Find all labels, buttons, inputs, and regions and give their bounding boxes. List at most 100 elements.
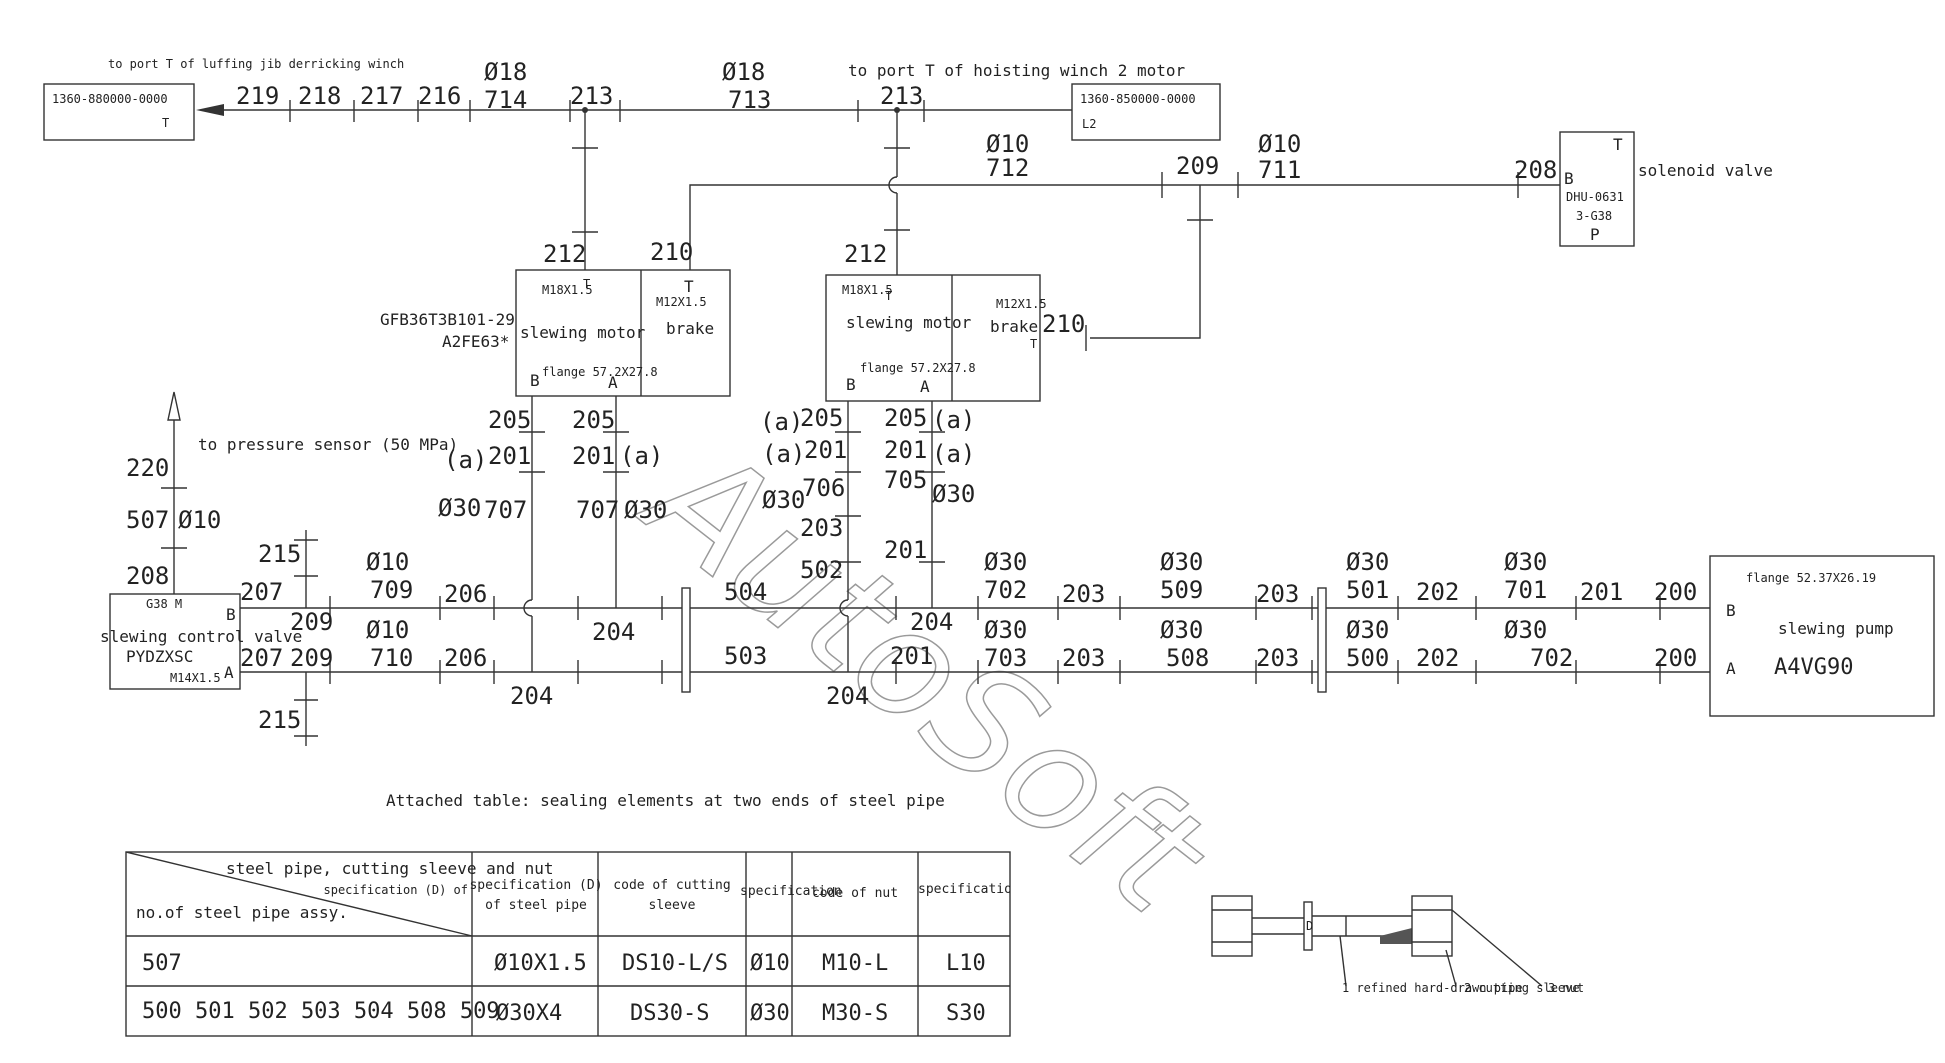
pipe-label: 205 [800,404,843,432]
pipe-label: (a) [444,446,487,474]
table-caption: Attached table: sealing elements at two … [386,791,945,810]
hoisting-box-code: 1360-850000-0000 [1080,92,1196,106]
pipe-label: Ø30 [1160,616,1203,644]
pump-flange: flange 52.37X26.19 [1746,571,1876,585]
motor-left-brake: brake [666,319,714,338]
pipe-label: (a) [762,440,805,468]
motor-left-port-t: T [583,277,590,291]
table-cell: M10-L [822,951,888,976]
pump-model: A4VG90 [1774,655,1853,680]
pipe-label: 204 [826,682,869,710]
motor-right-port-t: T [885,289,892,303]
pipe-label: Ø10 [986,130,1029,158]
table-header-cell: specification (D) of steel pipe [469,878,602,913]
valve-thread: M14X1.5 [170,671,221,685]
valve-name: slewing control valve [100,627,302,646]
pipe-ticks [329,596,1661,684]
pipe-label: 210 [650,238,693,266]
table-cell: Ø10 [750,951,790,976]
table-cell: 507 [142,951,182,976]
pipe-label: Ø10 [178,506,221,534]
solenoid-port-p: P [1590,225,1600,244]
slewing-motor-right [825,274,1041,402]
pipe-label: 204 [910,608,953,636]
solenoid-label: solenoid valve [1638,161,1773,180]
pipe-label: 219 [236,82,279,110]
luffing-box-port: T [162,116,169,130]
pipe-label: 209 [290,644,333,672]
valve-port-a: A [224,663,234,682]
valve-port-m: G38 M [146,597,182,611]
pipe-label: 707 [484,496,527,524]
pipe-label: 706 [802,474,845,502]
pipe-label: 220 [126,454,169,482]
pipe-label: Ø18 [722,58,765,86]
pipe-label: 212 [543,240,586,268]
pipe-label: 714 [484,86,527,114]
motor-right-thread: M18X1.5 [842,283,893,297]
fitting-mark: D [1306,919,1313,933]
motor-left-name: slewing motor [520,323,646,342]
luffing-note: to port T of luffing jib derricking winc… [108,57,404,71]
pipe-label: 712 [986,154,1029,182]
fitting-part-3: 3 nut [1548,981,1584,995]
table-header-cell: specification [918,882,1010,897]
table-diag-top: steel pipe, cutting sleeve and nut [226,859,554,878]
motor-right-flange: flange 57.2X27.8 [860,361,976,375]
pipe-label: Ø30 [762,486,805,514]
table-diag-bottom: no.of steel pipe assy. [136,903,348,922]
solenoid-valve-box [1559,131,1635,247]
table-header-cell: code of cutting sleeve [613,878,730,913]
pipe-label: 709 [370,576,413,604]
motor-left-port-a: A [608,373,618,392]
pipe-label: 201 [1580,578,1623,606]
pipe-label: 205 [488,406,531,434]
pipe-label: 209 [1176,152,1219,180]
table-cell: Ø10X1.5 [494,951,587,976]
pipe-label: 201 [488,442,531,470]
pipe-label: Ø30 [984,616,1027,644]
pipe-label: Ø30 [932,480,975,508]
pipe-label: 711 [1258,156,1301,184]
pipe-label: (a) [932,440,975,468]
solenoid-port-b: B [1564,169,1574,188]
motor-right-name: slewing motor [846,313,972,332]
pipe-label: 705 [884,466,927,494]
pipe-label: 713 [728,86,771,114]
table-cell: M30-S [822,1001,888,1026]
pipe-label: 208 [126,562,169,590]
pipe-label: Ø30 [984,548,1027,576]
motor-left-model-2: A2FE63* [442,332,509,351]
table-cell: DS10-L/S [622,951,728,976]
bulkhead-plate-right [1317,587,1327,693]
pipe-label: Ø18 [484,58,527,86]
pipe-label: Ø30 [1160,548,1203,576]
pipe-fitting-sketch [1211,895,1543,987]
motor-left-thread: M18X1.5 [542,283,593,297]
motor-right-port-b: B [846,375,856,394]
pipe-label: 204 [592,618,635,646]
pipe-label: 204 [510,682,553,710]
pipe-label: 205 [884,404,927,432]
slewing-pump [1709,555,1935,717]
pipe-label: 710 [370,644,413,672]
pipe-label: 500 [1346,644,1389,672]
table-cell: Ø30X4 [496,1001,562,1026]
pipe-label: 203 [1256,644,1299,672]
pipe-label: 218 [298,82,341,110]
pipe-label: 207 [240,578,283,606]
pipe-label: 215 [258,706,301,734]
pipe-label: 203 [1256,580,1299,608]
pipe-label: 201 [884,436,927,464]
motor-right-brake: brake [990,317,1038,336]
pipe-label: 215 [258,540,301,568]
arrow-left-icon [196,104,224,116]
pipe-label: 203 [800,514,843,542]
pipe-label: 503 [724,642,767,670]
motor-right-brake-thread: M12X1.5 [996,297,1047,311]
pipe-label: 203 [1062,644,1105,672]
pipe-label: Ø30 [1504,548,1547,576]
sealing-table [125,851,1011,1037]
table-header-cell: specification [740,884,842,899]
